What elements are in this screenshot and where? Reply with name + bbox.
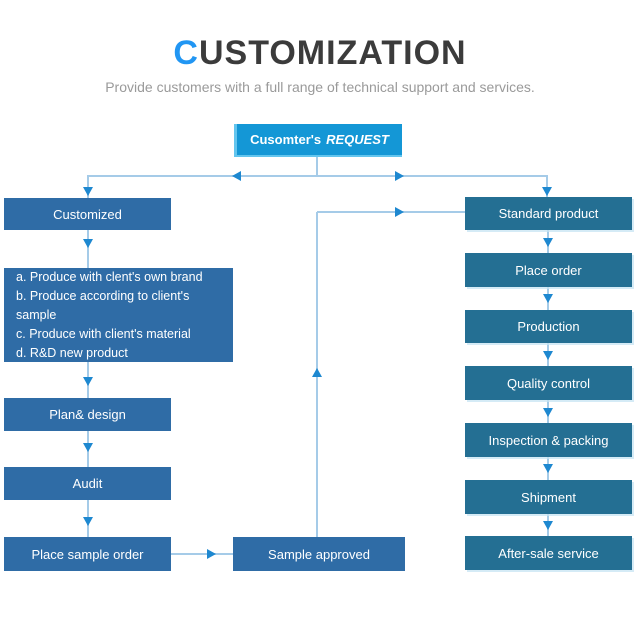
connector-approved-to-standard [317,211,465,213]
arrow-right-icon [207,549,216,559]
node-customized: Customized [4,198,171,230]
node-standard-product: Standard product [465,197,632,230]
option-b: b. Produce according to client's sample [16,288,190,322]
arrow-up-icon [312,368,322,377]
connector-root-stem [316,157,318,176]
arrow-down-icon [543,351,553,360]
node-production: Production [465,310,632,343]
arrow-down-icon [542,187,552,196]
arrow-left-icon [232,171,241,181]
arrow-down-icon [543,294,553,303]
arrow-down-icon [543,408,553,417]
node-customized-options: a. Produce with clent's own brand b. Pro… [4,268,233,362]
node-customers-request: Cusomter's REQUEST [234,124,402,157]
option-d: d. R&D new product [16,345,128,360]
node-shipment: Shipment [465,480,632,514]
node-customers-request-label-italic: REQUEST [326,132,389,147]
option-a: a. Produce with clent's own brand [16,269,203,284]
option-c: c. Produce with client's material [16,326,191,341]
page-title: CUSTOMIZATION [0,34,640,73]
arrow-down-icon [543,238,553,247]
node-sample-approved: Sample approved [233,537,405,571]
connector-split-left-drop [87,175,89,198]
page-subtitle: Provide customers with a full range of t… [105,79,535,95]
connector-sample-order-to-approved [171,553,233,555]
connector-split-right-drop [546,175,548,197]
arrow-down-icon [83,517,93,526]
node-place-order: Place order [465,253,632,287]
page-title-accent-letter: C [173,34,199,72]
arrow-down-icon [543,521,553,530]
connector-split-horizontal [87,175,547,177]
node-plan-design: Plan& design [4,398,171,431]
arrow-down-icon [83,443,93,452]
arrow-down-icon [83,239,93,248]
arrow-right-icon [395,171,404,181]
arrow-down-icon [543,464,553,473]
arrow-right-icon [395,207,404,217]
arrow-down-icon [83,377,93,386]
page-title-rest: USTOMIZATION [198,34,467,72]
node-quality-control: Quality control [465,366,632,400]
node-customers-request-label: Cusomter's [250,132,322,147]
arrow-down-icon [83,187,93,196]
node-after-sale-service: After-sale service [465,536,632,570]
node-audit: Audit [4,467,171,500]
node-inspection-packing: Inspection & packing [465,423,632,457]
node-place-sample-order: Place sample order [4,537,171,571]
